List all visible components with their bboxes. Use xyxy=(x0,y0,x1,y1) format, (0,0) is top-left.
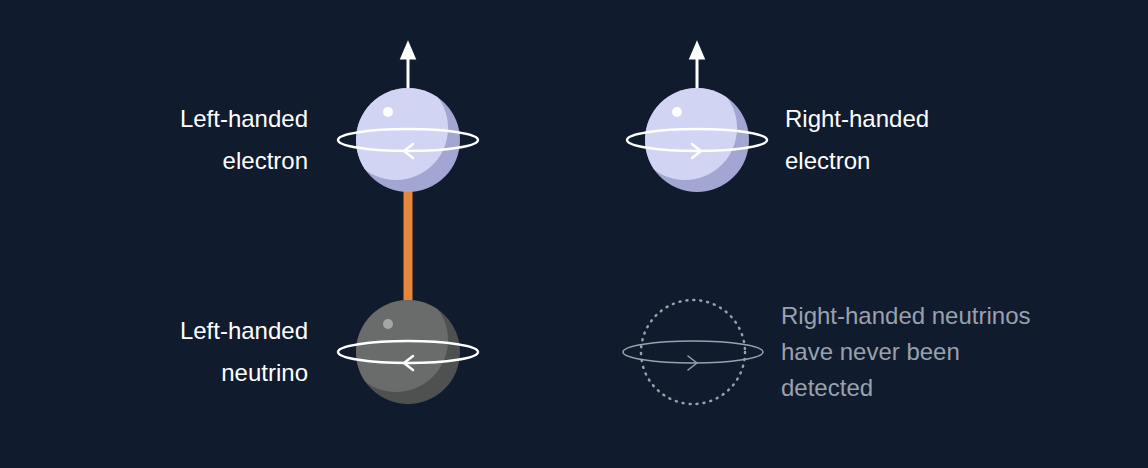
dotted-outline xyxy=(641,300,745,404)
spin-chevron xyxy=(692,144,701,158)
particle-sphere xyxy=(633,76,749,192)
arrow-head xyxy=(402,44,414,58)
particle-node: Right-handed neutrinos have never been d… xyxy=(641,300,745,404)
particle-node: Left-handed neutrino xyxy=(356,300,460,404)
particle-label: Left-handed neutrino xyxy=(138,310,308,394)
particle-node: Left-handed electron xyxy=(356,88,460,192)
particle-sphere xyxy=(344,76,460,192)
spin-chevron xyxy=(404,356,413,370)
particle-label: Left-handed electron xyxy=(138,98,308,182)
particle-label: Right-handed electron xyxy=(785,98,955,182)
spin-arrow xyxy=(407,56,410,90)
sphere-highlight xyxy=(383,107,393,117)
spin-chevron xyxy=(404,144,413,158)
particle-sphere xyxy=(641,300,745,404)
spin-arrow xyxy=(696,56,699,90)
sphere-highlight xyxy=(383,319,393,329)
particle-art xyxy=(601,260,785,444)
sphere-highlight xyxy=(672,107,682,117)
particle-node: Right-handed electron xyxy=(645,88,749,192)
particle-art xyxy=(316,260,500,444)
spin-chevron xyxy=(688,356,697,370)
particle-art xyxy=(605,48,789,232)
particle-art xyxy=(316,48,500,232)
bond-line xyxy=(408,188,409,304)
particle-sphere xyxy=(344,288,460,404)
arrow-head xyxy=(691,44,703,58)
particle-label: Right-handed neutrinos have never been d… xyxy=(781,298,1031,406)
